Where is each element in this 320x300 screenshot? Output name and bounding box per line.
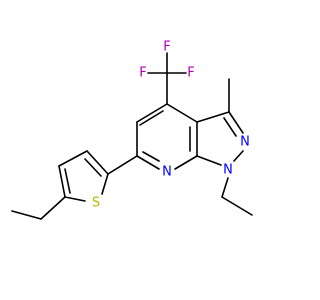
bond-th-c4-c5 [58, 165, 66, 198]
atom-f-right: F [187, 66, 194, 81]
atom-f-top: F [163, 40, 170, 55]
bond-th-c4-c5-double [64, 168, 71, 194]
bond-th-c5-s [64, 196, 86, 202]
atom-n-pyrazole-2: N [240, 135, 250, 150]
bond-c3-n2-double [223, 117, 237, 137]
atom-labels: F F F N N N S [92, 40, 250, 211]
atom-f-left: F [139, 66, 146, 81]
molecule-structure: F F F N N N S [11, 40, 253, 220]
bond-n7-c7a [174, 155, 198, 170]
atom-n-pyridine: N [162, 165, 172, 180]
bond-c3-n2 [228, 111, 244, 134]
bond-c4-c3a [166, 103, 198, 123]
bond-th-c3-c4 [58, 150, 88, 167]
bond-th-ch2 [40, 196, 66, 220]
bond-c4-c5 [136, 103, 168, 123]
bond-c6-n7-double [142, 151, 160, 162]
bond-c6-n7 [136, 155, 160, 170]
bond-th-s-c2 [101, 173, 109, 195]
bond-n2-n1 [233, 150, 244, 162]
atom-n-pyrazole-1: N [223, 163, 233, 178]
bond-c6-thiophene [107, 155, 138, 175]
atom-s-thiophene: S [92, 196, 100, 211]
bond-th-c2-c3 [86, 150, 109, 175]
bond-c4-c5-double [139, 110, 164, 126]
bond-c3a-c3 [196, 111, 230, 123]
bond-ch2-ch3 [221, 196, 253, 216]
bond-th-ch2-ch3 [11, 210, 42, 220]
bond-n1-c7a [196, 155, 222, 166]
bonds [11, 52, 253, 220]
bond-th-c2-c3-double [84, 158, 102, 177]
bond-n1-ch2 [221, 177, 229, 198]
